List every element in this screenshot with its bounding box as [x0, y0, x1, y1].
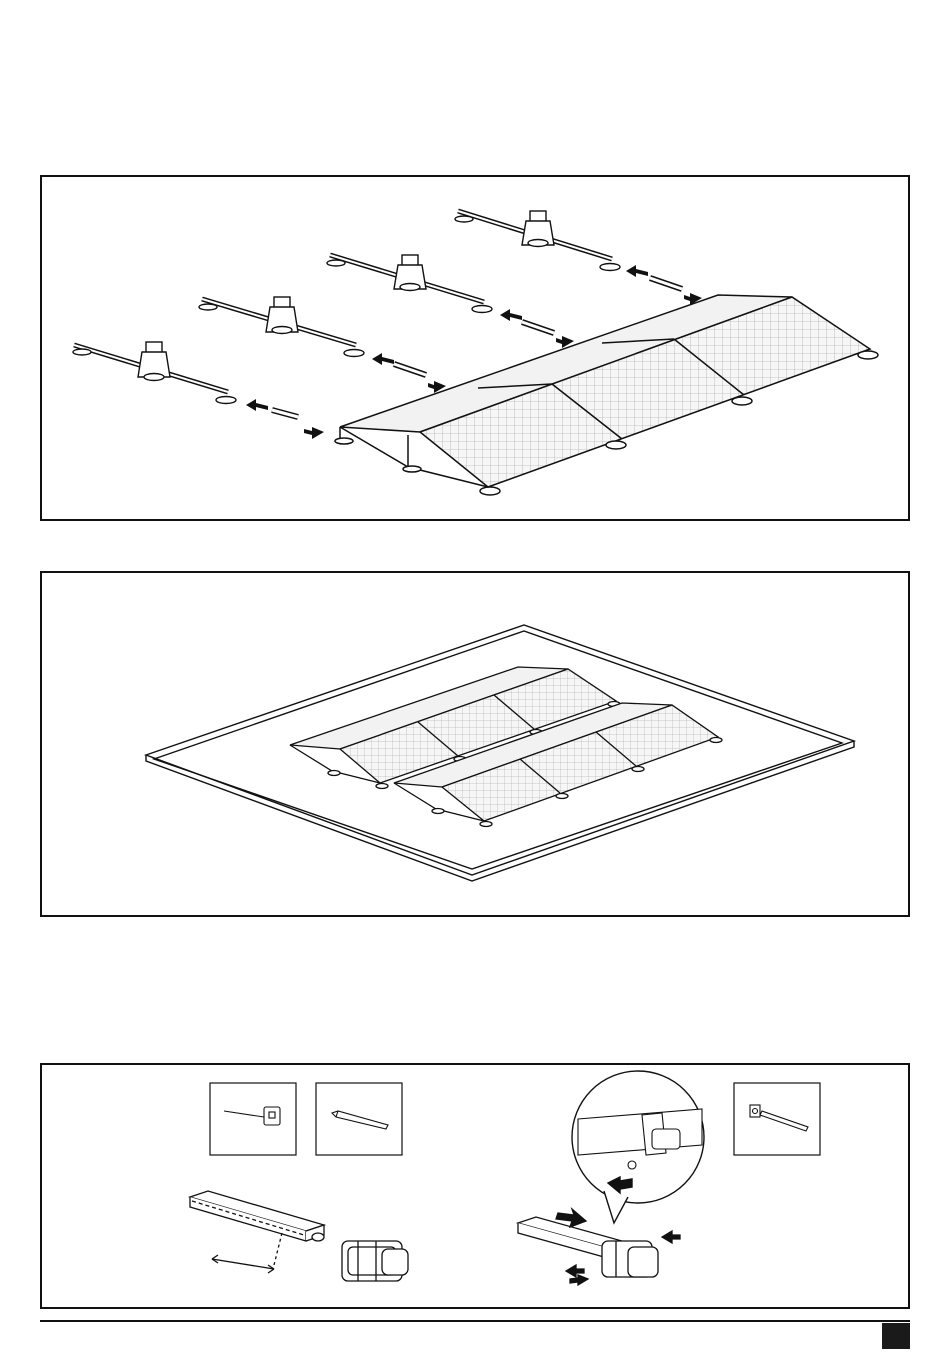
tool-allen-key [734, 1083, 820, 1155]
rail-profile [190, 1191, 324, 1273]
arrow-left-icon [566, 1265, 584, 1277]
page-marker-block [882, 1323, 910, 1349]
roof-overview-drawing [42, 573, 908, 915]
mount-rail-1 [73, 342, 236, 404]
rail-joint-assembly [518, 1209, 680, 1285]
rail-extension-drawing [42, 177, 908, 519]
cut-length-dimension [212, 1259, 274, 1269]
rail-joining-drawing [42, 1065, 908, 1307]
footer-rule [40, 1320, 910, 1322]
connector-tube-2 [394, 364, 426, 375]
arrow-right-icon [304, 427, 324, 439]
tool-tape-measure [210, 1083, 296, 1155]
figure-rail-cutting-and-joining [40, 1063, 910, 1309]
figure-rail-extension [40, 175, 910, 521]
mount-rail-2 [199, 297, 364, 357]
figure-roof-overview [40, 571, 910, 917]
tool-pencil [316, 1083, 402, 1155]
connector-tube-1 [272, 410, 298, 417]
solar-panel-array [335, 295, 878, 495]
mount-rail-3 [327, 255, 492, 313]
mount-rail-4 [455, 211, 620, 271]
arrow-left-icon [500, 309, 522, 321]
arrow-left-icon [626, 265, 648, 277]
arrow-left-icon [246, 399, 268, 411]
connector-tube-4 [650, 278, 682, 289]
arrow-right-icon [570, 1275, 588, 1285]
arrow-left-icon [662, 1231, 680, 1243]
magnifier-callout [572, 1071, 704, 1223]
rail-connector [342, 1241, 408, 1281]
arrow-left-icon [372, 353, 394, 365]
connector-tube-3 [522, 322, 554, 333]
